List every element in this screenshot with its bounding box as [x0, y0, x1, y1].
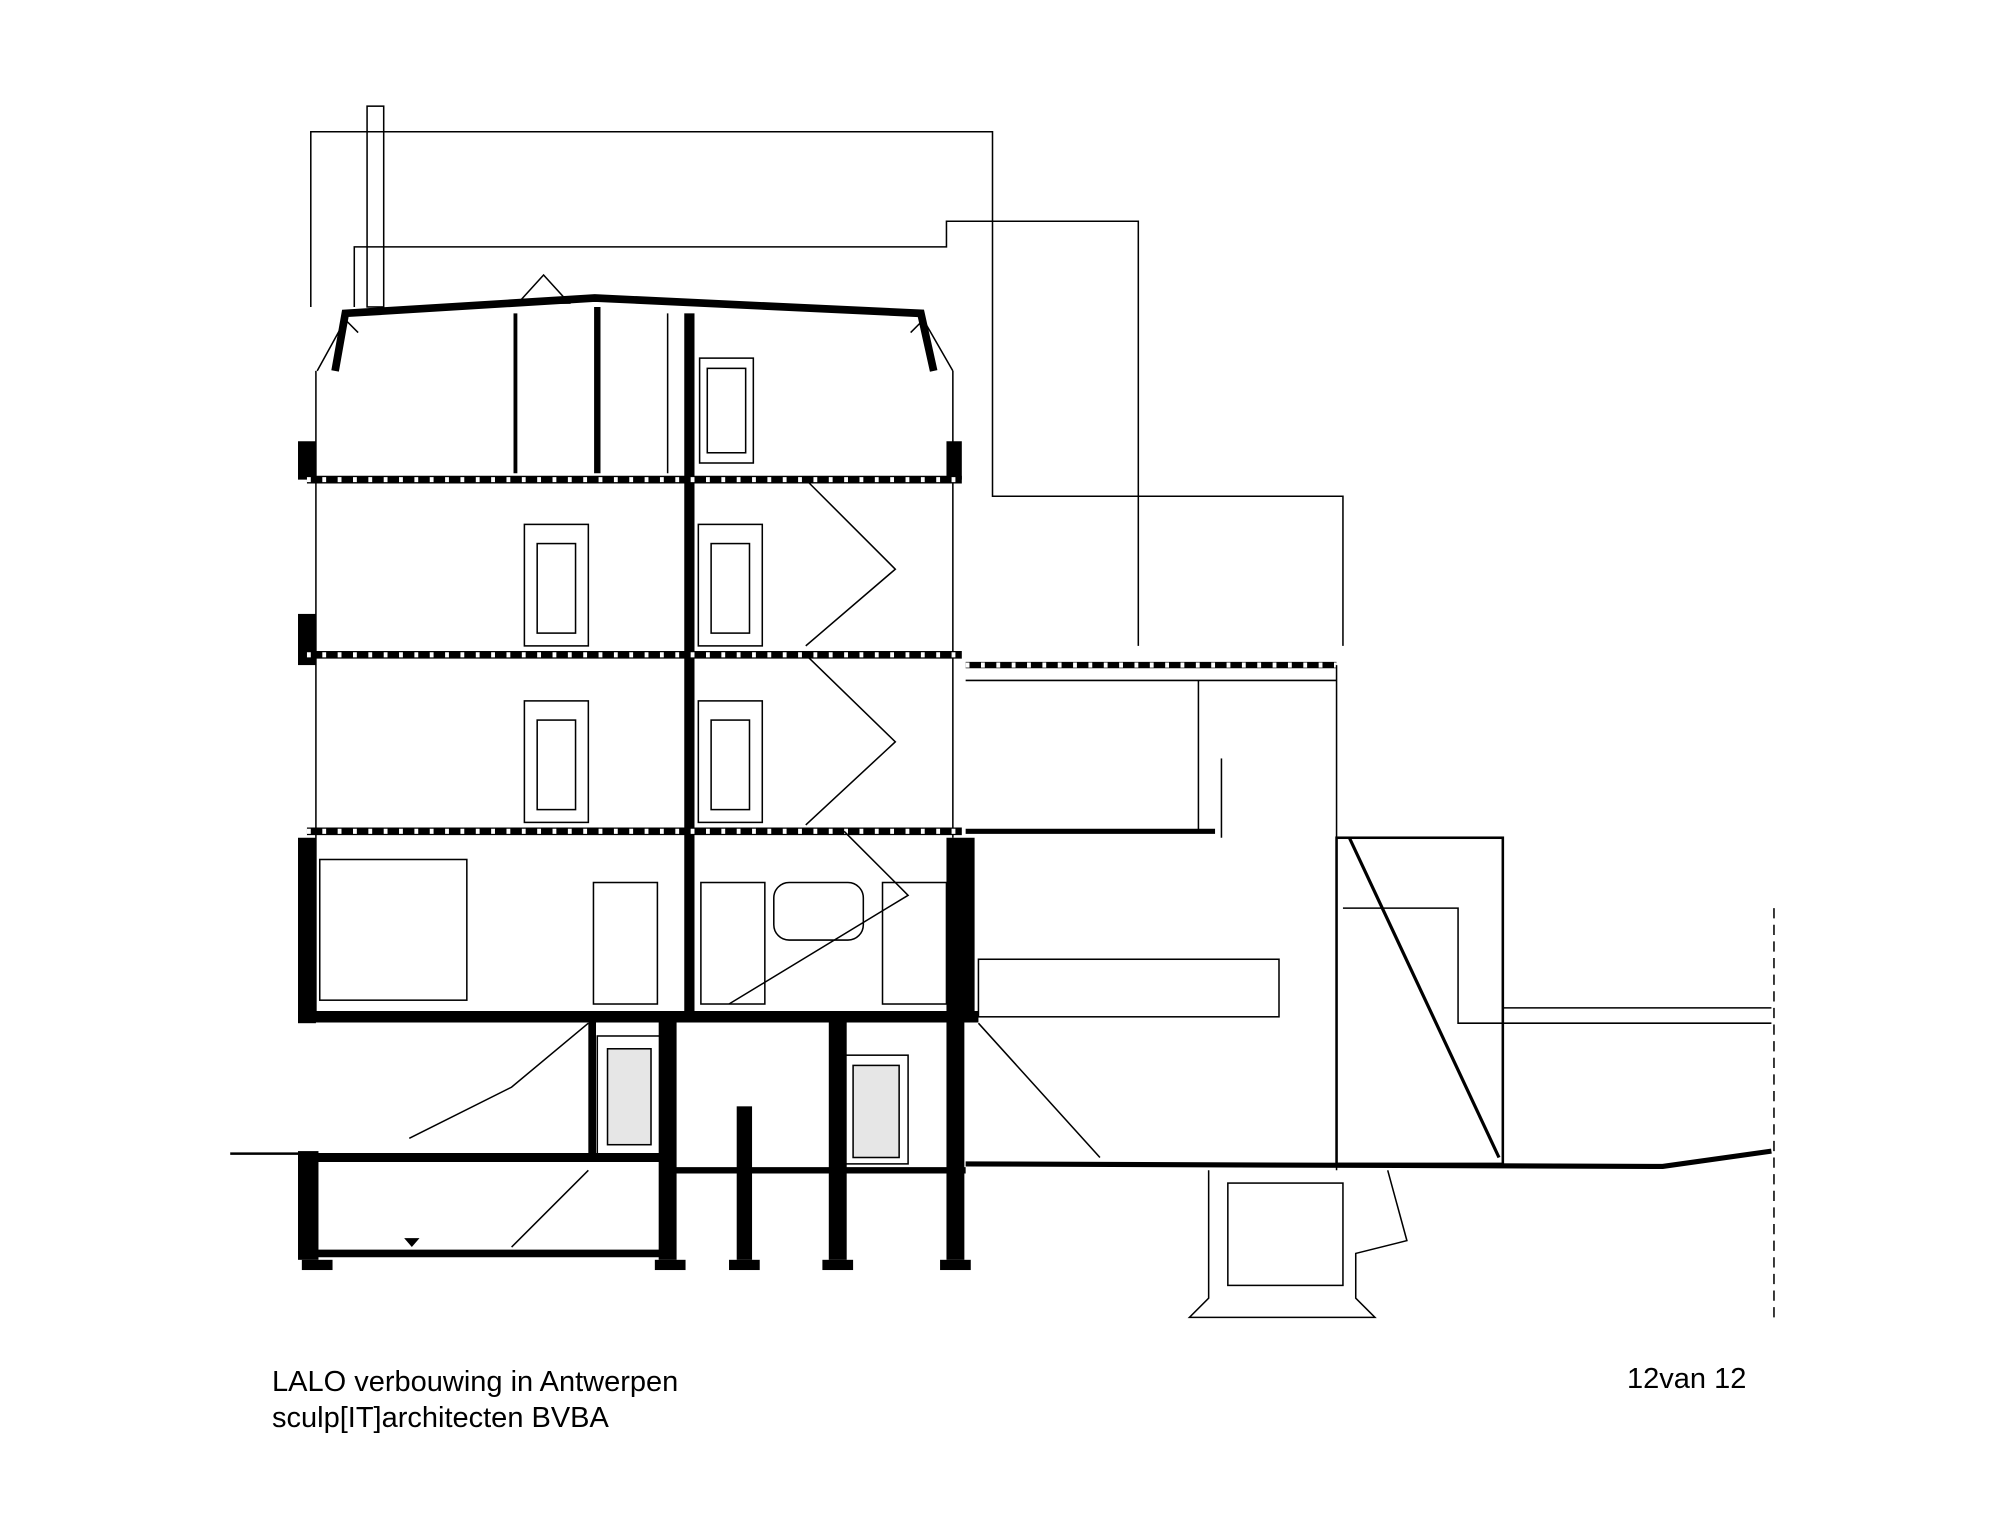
chimney	[366, 105, 385, 308]
stairs	[408, 479, 1101, 1248]
structural-walls	[298, 313, 975, 1260]
neighbour-outline	[310, 105, 1344, 646]
doors	[318, 523, 948, 1165]
extension	[977, 665, 1772, 1171]
ground-line	[230, 908, 1775, 1319]
floor-slabs	[298, 475, 1337, 1258]
mansard-roof	[316, 273, 954, 474]
level-marker-icon	[404, 1238, 420, 1248]
title-block: LALO verbouwing in Antwerpen sculp[IT]ar…	[272, 1364, 678, 1436]
office-name: sculp[IT]architecten BVBA	[272, 1402, 609, 1434]
page-number: 12van 12	[1627, 1363, 1747, 1395]
project-title: LALO verbouwing in Antwerpen	[272, 1366, 679, 1398]
footings	[301, 1238, 971, 1271]
